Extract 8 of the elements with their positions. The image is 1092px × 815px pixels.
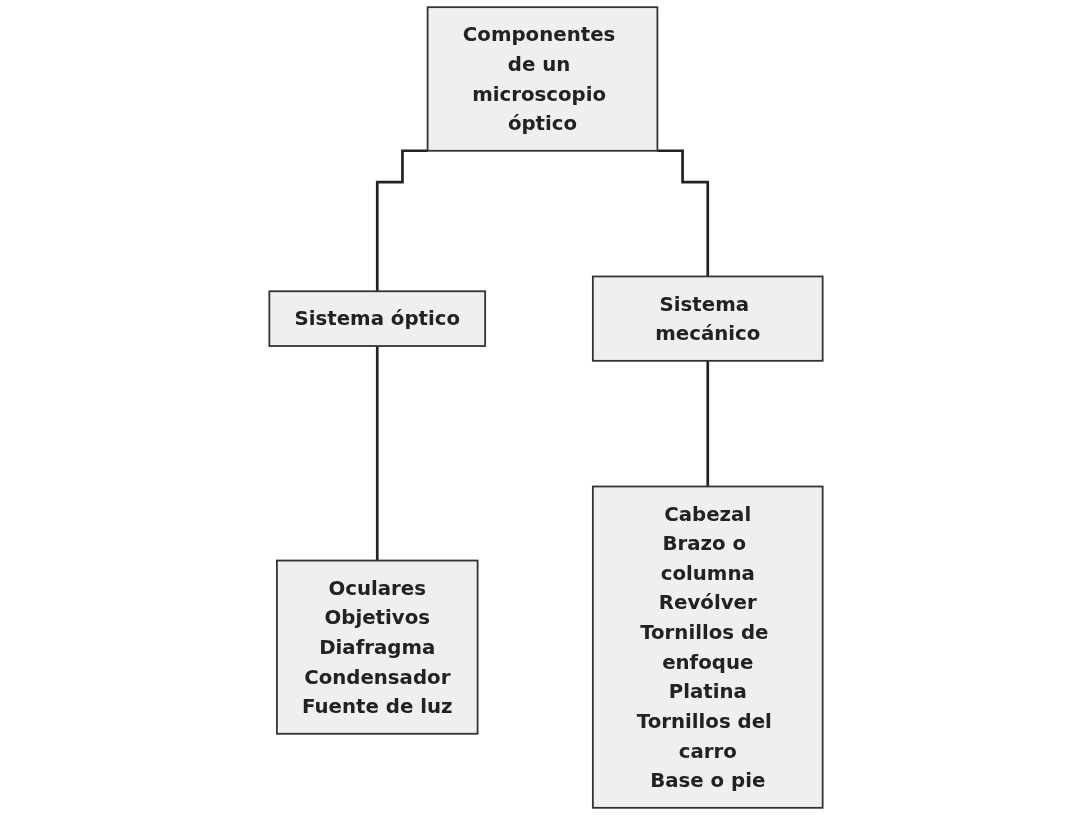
node-box: Componentes de un microscopio óptico: [426, 6, 659, 152]
node-box: Oculares Objetivos Diafragma Condensador Fuente de luz: [276, 559, 479, 735]
node-box: Sistema óptico: [268, 290, 487, 347]
connector: [375, 149, 428, 293]
connector: [706, 359, 710, 488]
node-box: Sistema mecánico: [591, 275, 824, 362]
connector: [657, 149, 710, 278]
node-box: Cabezal Brazo o columna Revólver Tornillos de enfoque Platina Tornillos del carro Base o pie: [591, 485, 824, 809]
